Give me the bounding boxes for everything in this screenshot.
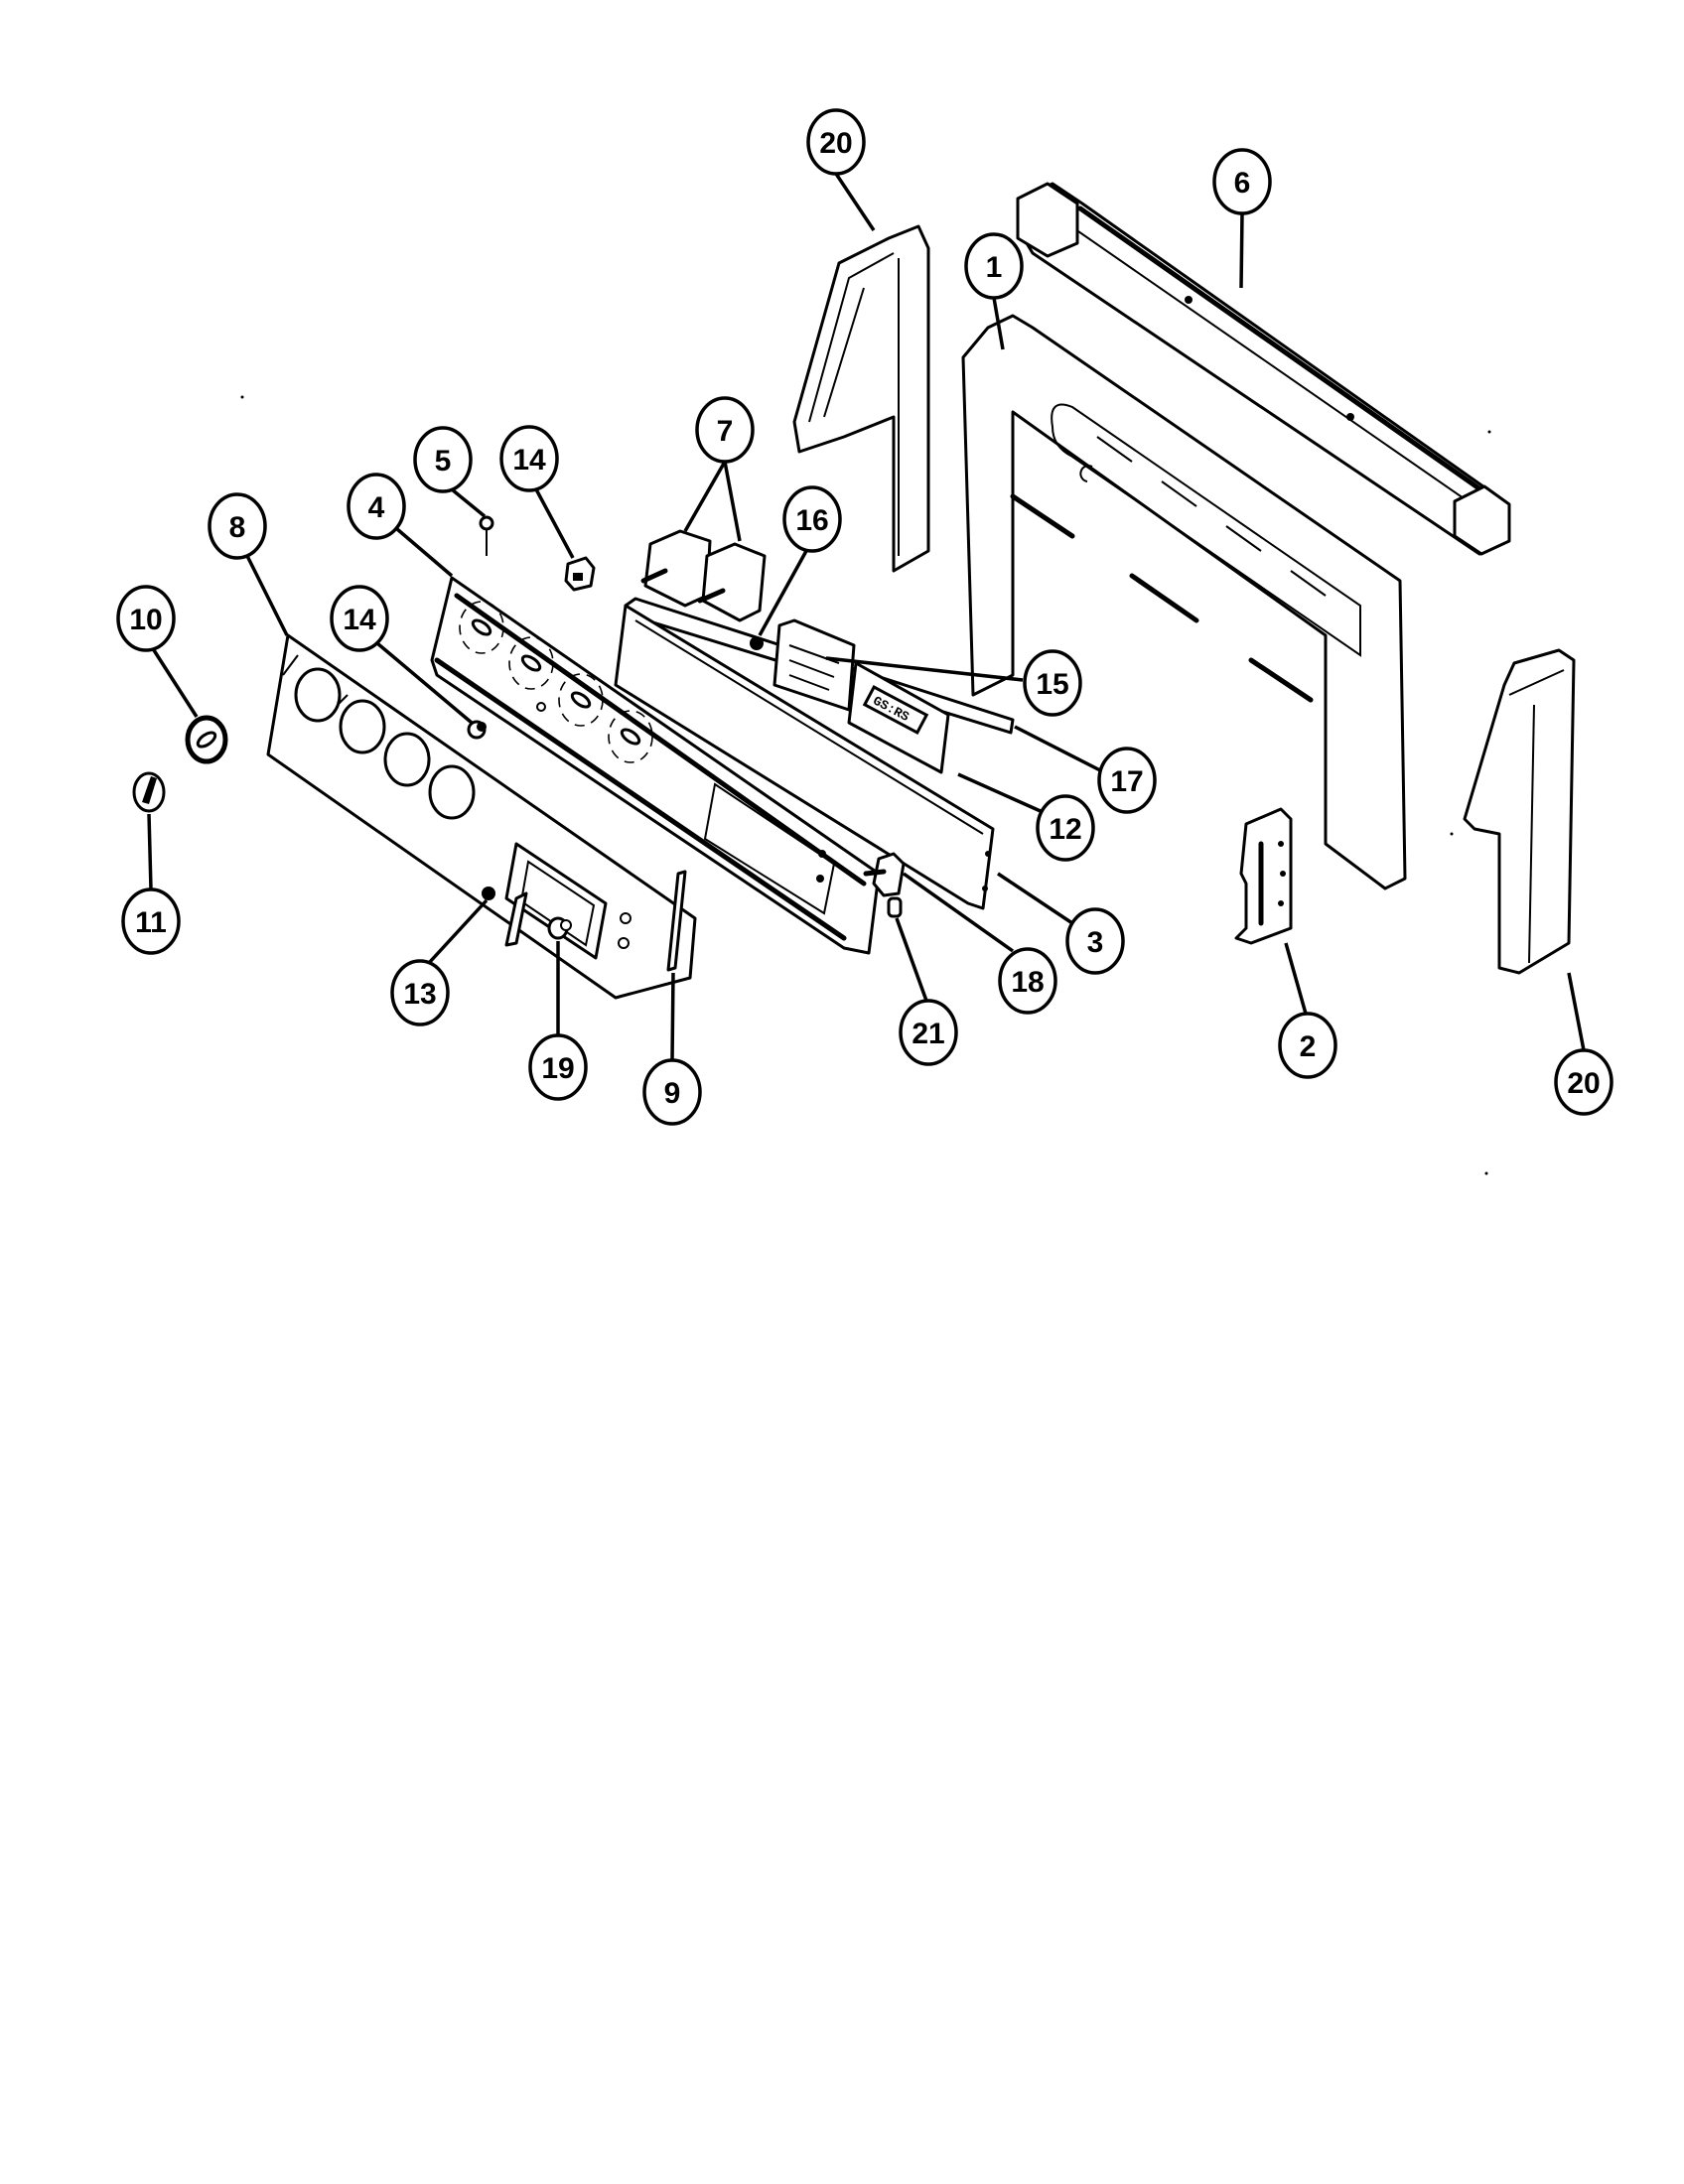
callout-12: 12 xyxy=(1036,794,1095,862)
callout-5: 5 xyxy=(413,426,473,493)
svg-text:1: 1 xyxy=(986,251,1003,284)
part-12-clock-timer: GS:RS xyxy=(847,661,950,774)
callout-7: 7 xyxy=(695,396,755,464)
callout-6: 6 xyxy=(1212,148,1272,215)
part-20-right-end-cap xyxy=(1463,648,1576,975)
callout-21: 21 xyxy=(899,999,958,1066)
part-10-knob-bezel xyxy=(185,715,228,764)
svg-text:17: 17 xyxy=(1110,765,1143,798)
svg-text:12: 12 xyxy=(1049,813,1081,846)
svg-text:19: 19 xyxy=(541,1052,574,1085)
callout-19: 19 xyxy=(528,1033,588,1101)
part-21-connector xyxy=(887,896,903,918)
scan-speck xyxy=(1487,430,1491,434)
part-16-wire-clip xyxy=(750,636,764,650)
part-13-indicator-lens xyxy=(482,887,528,947)
svg-text:14: 14 xyxy=(512,444,546,477)
callout-10: 10 xyxy=(116,585,176,652)
svg-text:8: 8 xyxy=(229,511,246,544)
part-15-control-board xyxy=(772,618,856,712)
svg-text:16: 16 xyxy=(795,504,828,537)
callout-1: 1 xyxy=(964,232,1024,300)
svg-text:21: 21 xyxy=(912,1018,944,1050)
leader-lines xyxy=(147,173,1586,1061)
part-2-mounting-bracket xyxy=(1234,807,1293,945)
callouts: 20 6 1 7 5 14 4 16 8 10 14 15 17 12 11 3… xyxy=(116,108,1614,1126)
svg-text:20: 20 xyxy=(1567,1067,1600,1100)
callout-11: 11 xyxy=(121,887,181,955)
svg-text:13: 13 xyxy=(403,978,436,1011)
part-8-overlay xyxy=(266,633,697,1000)
svg-text:18: 18 xyxy=(1011,966,1044,999)
part-20-left-end-cap xyxy=(792,224,930,573)
svg-text:9: 9 xyxy=(664,1077,681,1110)
callout-20-bottom: 20 xyxy=(1554,1048,1614,1116)
callout-3: 3 xyxy=(1065,907,1125,975)
scan-speck xyxy=(1484,1171,1488,1175)
svg-text:20: 20 xyxy=(819,127,852,160)
part-7-infinite-switches xyxy=(640,529,767,622)
callout-18: 18 xyxy=(998,947,1057,1015)
callout-4: 4 xyxy=(347,473,406,540)
part-14-indicator-light-lower xyxy=(467,720,487,740)
part-1-backguard-main-panel xyxy=(961,314,1407,890)
callout-20-top: 20 xyxy=(806,108,866,176)
svg-text:3: 3 xyxy=(1087,926,1104,959)
svg-text:10: 10 xyxy=(129,604,162,636)
callout-8: 8 xyxy=(208,492,267,560)
part-14-indicator-light-top xyxy=(564,556,596,592)
callout-14-lower: 14 xyxy=(330,585,389,652)
part-3-support-bracket xyxy=(614,604,995,910)
svg-text:5: 5 xyxy=(435,445,452,478)
part-18-switch xyxy=(863,852,906,897)
callout-13: 13 xyxy=(390,959,450,1026)
svg-text:7: 7 xyxy=(717,415,734,448)
callout-9: 9 xyxy=(642,1058,702,1126)
svg-text:4: 4 xyxy=(368,491,385,524)
part-5-screw xyxy=(479,515,494,556)
svg-text:6: 6 xyxy=(1234,167,1251,200)
scan-speck xyxy=(240,395,244,399)
part-19-push-button xyxy=(547,916,572,940)
callout-14-top: 14 xyxy=(499,425,559,492)
part-11-control-knob xyxy=(132,771,166,813)
part-4-control-panel xyxy=(430,576,881,955)
callout-15: 15 xyxy=(1023,649,1082,717)
callout-16: 16 xyxy=(782,485,842,553)
callout-17: 17 xyxy=(1097,747,1157,814)
svg-text:11: 11 xyxy=(135,906,167,939)
svg-text:2: 2 xyxy=(1300,1030,1317,1063)
svg-text:14: 14 xyxy=(343,604,376,636)
part-6-top-trim-rail xyxy=(1016,182,1511,556)
scan-speck xyxy=(1450,832,1454,836)
svg-text:15: 15 xyxy=(1036,668,1068,701)
part-9-trim-strip xyxy=(666,870,687,972)
callout-2: 2 xyxy=(1278,1012,1337,1079)
